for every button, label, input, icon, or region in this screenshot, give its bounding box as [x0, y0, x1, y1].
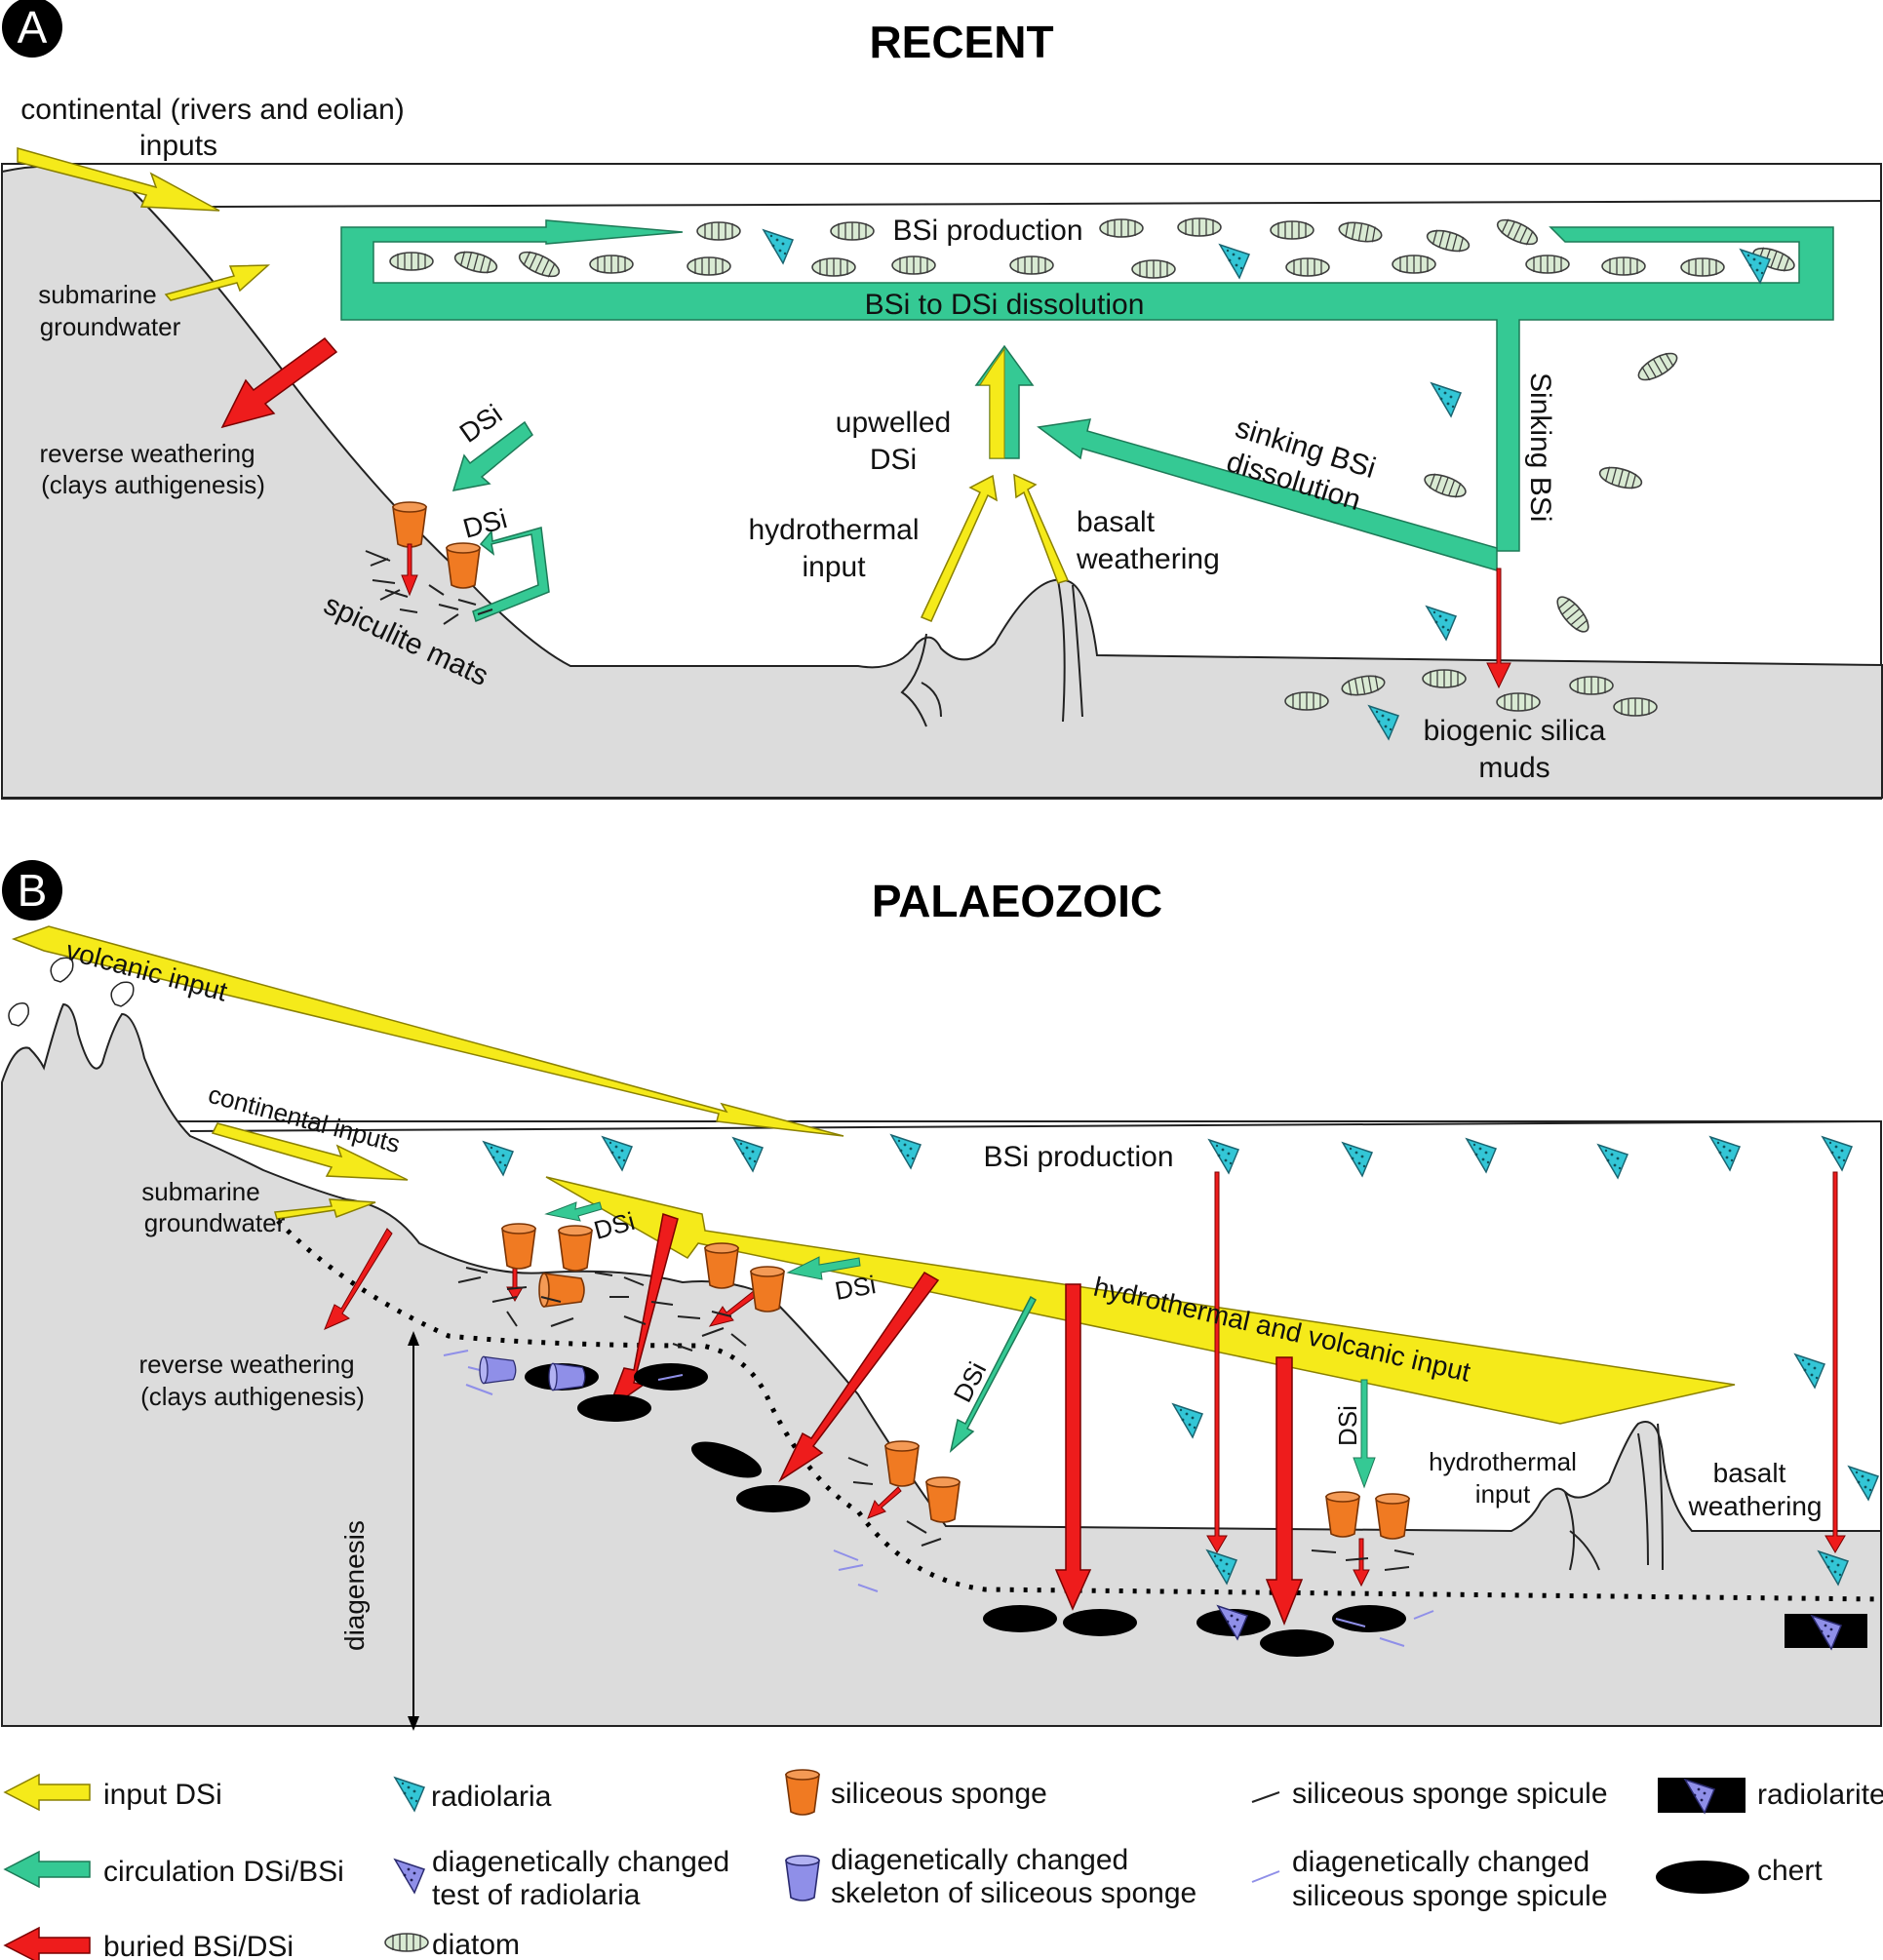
legend-diag-sponge-label-1: diagenetically changed	[831, 1844, 1128, 1876]
diagenesis-label: diagenesis	[339, 1520, 370, 1651]
legend-radiolaria-label: radiolaria	[431, 1781, 552, 1813]
continental-inputs-label-2: inputs	[139, 130, 217, 162]
basalt-label-2-a: weathering	[1076, 543, 1220, 575]
sinking-bsi-label: Sinking BSi	[1524, 372, 1556, 522]
reverse-weathering-arrow-a	[220, 336, 338, 429]
hydrothermal-label-2-a: input	[802, 551, 866, 583]
panel-a-seafloor	[1, 165, 1883, 799]
upwelled-label-2: DSi	[870, 444, 917, 476]
volcanic-input-label: volcanic input	[62, 935, 230, 1007]
legend-buried-arrow	[3, 1926, 91, 1960]
legend-diag-radiolaria-label-1: diagenetically changed	[432, 1846, 729, 1878]
panel-b-badge: B	[18, 865, 48, 916]
legend-sponge-label: siliceous sponge	[831, 1778, 1047, 1810]
groundwater-label-2-a: groundwater	[40, 312, 181, 341]
bsi-production-label-b: BSi production	[983, 1141, 1173, 1173]
legend-diag-radiolaria-label-2: test of radiolaria	[432, 1879, 641, 1911]
legend-diatom-label: diatom	[432, 1929, 520, 1960]
basalt-label-2-b: weathering	[1688, 1491, 1823, 1521]
legend-diag-spicule-label-1: diagenetically changed	[1292, 1846, 1589, 1878]
legend-diatom-icon	[384, 1933, 429, 1952]
legend-diag-spicule-icon	[1251, 1870, 1280, 1883]
groundwater-label-2-b: groundwater	[144, 1208, 286, 1237]
continental-inputs-label-1: continental (rivers and eolian)	[20, 94, 405, 126]
bsi-production-label-a: BSi production	[892, 215, 1082, 247]
groundwater-label-1-b: submarine	[141, 1177, 259, 1206]
reverse-weathering-label-2-b: (clays authigenesis)	[140, 1382, 365, 1411]
circulation-loop	[340, 219, 1834, 552]
legend-diag-sponge-label-2: skeleton of siliceous sponge	[831, 1877, 1196, 1909]
hydrothermal-label-1-b: hydrothermal	[1429, 1447, 1577, 1476]
silica-muds-label-1: biogenic silica	[1424, 715, 1606, 747]
legend-input-label: input DSi	[103, 1779, 222, 1811]
legend-spicule-label: siliceous sponge spicule	[1292, 1778, 1608, 1810]
dsi-label-b-4: DSi	[1333, 1405, 1362, 1446]
hydrothermal-label-1-a: hydrothermal	[748, 514, 919, 546]
reverse-weathering-label-2-a: (clays authigenesis)	[41, 470, 265, 499]
panel-b-seafloor	[1, 1002, 1882, 1727]
legend-chert-icon	[1656, 1861, 1749, 1894]
bsi-dissolution-label: BSi to DSi dissolution	[865, 289, 1145, 321]
legend-diag-spicule-label-2: siliceous sponge spicule	[1292, 1880, 1608, 1912]
legend-buried-label: buried BSi/DSi	[103, 1931, 294, 1960]
hydrothermal-volcanic-arrow	[545, 1176, 1736, 1425]
panel-b	[1, 925, 1882, 1731]
panel-a-badge: A	[18, 2, 48, 53]
legend-circulation-arrow	[3, 1850, 91, 1889]
legend-diag-sponge-icon	[785, 1855, 820, 1901]
volcanic-input-arrow	[11, 925, 844, 1137]
legend-sponge-icon	[785, 1769, 820, 1816]
legend-input-arrow	[3, 1773, 91, 1812]
panel-a-title: RECENT	[869, 17, 1053, 67]
silica-muds-label-2: muds	[1478, 752, 1550, 784]
legend-circulation-label: circulation DSi/BSi	[103, 1856, 344, 1888]
legend-diag-radiolaria-icon	[394, 1859, 425, 1894]
reverse-weathering-label-1-b: reverse weathering	[138, 1350, 354, 1379]
reverse-weathering-label-1-a: reverse weathering	[39, 439, 255, 468]
legend-chert-label: chert	[1757, 1855, 1823, 1887]
groundwater-label-1-a: submarine	[38, 280, 156, 309]
legend: input DSi circulation DSi/BSi buried BSi…	[3, 1769, 1883, 1960]
continental-input-arrow	[17, 147, 220, 212]
panel-b-title: PALAEOZOIC	[872, 876, 1162, 926]
legend-spicule-icon	[1251, 1791, 1280, 1803]
legend-radiolarite-label: radiolarite	[1757, 1779, 1883, 1811]
hydrothermal-label-2-b: input	[1475, 1479, 1531, 1509]
panel-a	[1, 147, 1883, 800]
diagenesis-front	[276, 1219, 1882, 1602]
basalt-label-1-b: basalt	[1713, 1458, 1786, 1488]
legend-radiolaria-icon	[394, 1777, 425, 1812]
dsi-label-b-2: DSi	[833, 1270, 878, 1306]
basalt-label-1-a: basalt	[1077, 506, 1156, 538]
upwelled-label-1: upwelled	[836, 407, 951, 439]
